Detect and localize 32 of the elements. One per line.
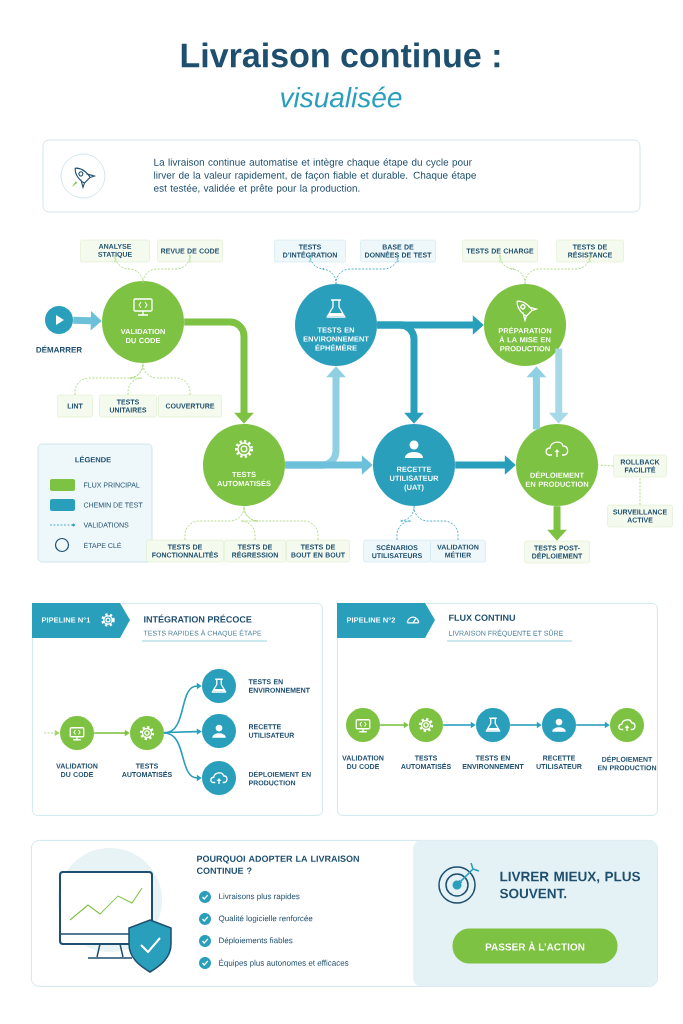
step-circle (476, 708, 510, 742)
step-circle (60, 716, 94, 750)
leader-line (142, 254, 191, 284)
leader-line (240, 505, 259, 541)
leader-line (413, 505, 459, 541)
subtitle: visualisée (281, 86, 402, 108)
leader-line (127, 362, 144, 396)
leader-line (335, 254, 399, 285)
step-circle (409, 708, 443, 742)
step-circle (202, 761, 236, 795)
list-item: Livraisons plus rapides (219, 893, 300, 901)
step-circle (346, 708, 380, 742)
leader-line (639, 476, 641, 506)
intro-card: La livraison continue automatise et intègre chaque étape du cycle pour lirver de la valeur rapidement, de façon fiable et durable. Chaque étape est testée, validée et prête pour la production. (42, 139, 641, 213)
list-item: Qualité logicielle renforcée (218, 915, 313, 923)
leader-line (597, 464, 614, 467)
start-label: DÉMARRER (36, 345, 82, 353)
leader-line (396, 505, 415, 541)
step-circle (202, 714, 236, 748)
step-circle (542, 708, 576, 742)
title: Livraison continue : (181, 42, 500, 68)
leader-line (142, 362, 191, 396)
step-circle (610, 708, 644, 742)
start-button (45, 306, 73, 334)
arrow (43, 730, 60, 736)
list-item: Équipes plus autonomes et efficaces (219, 958, 349, 968)
leader-line (499, 254, 526, 285)
leader-line (243, 505, 319, 541)
step-circle (202, 669, 236, 703)
step-circle (130, 716, 164, 750)
list-item: Déploiements fiables (219, 937, 293, 945)
leader-line (524, 254, 591, 285)
